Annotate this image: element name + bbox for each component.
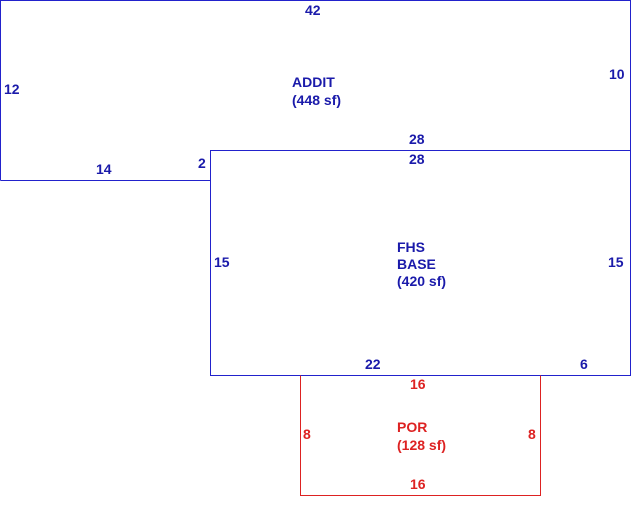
porch-outline <box>300 375 541 496</box>
porch-dim-right: 8 <box>528 426 536 442</box>
addit-dim-left: 12 <box>4 81 20 97</box>
porch-dim-left: 8 <box>303 426 311 442</box>
base-name-line2: BASE <box>397 256 436 272</box>
porch-area: (128 sf) <box>397 437 446 453</box>
addit-name: ADDIT <box>292 74 335 90</box>
addit-dim-step: 2 <box>198 155 206 171</box>
base-dim-left: 15 <box>214 254 230 270</box>
base-outline <box>210 150 631 376</box>
addit-dim-bottom-left: 14 <box>96 161 112 177</box>
base-name-line1: FHS <box>397 239 425 255</box>
addit-outline <box>0 0 631 181</box>
addit-area: (448 sf) <box>292 92 341 108</box>
base-dim-top: 28 <box>409 151 425 167</box>
base-dim-bottom-left: 22 <box>365 356 381 372</box>
porch-dim-bottom: 16 <box>410 476 426 492</box>
porch-name: POR <box>397 419 427 435</box>
addit-dim-right: 10 <box>609 66 625 82</box>
base-dim-bottom-right: 6 <box>580 356 588 372</box>
base-dim-right: 15 <box>608 254 624 270</box>
base-area: (420 sf) <box>397 273 446 289</box>
porch-dim-top: 16 <box>410 376 426 392</box>
addit-dim-bottom-right: 28 <box>409 131 425 147</box>
addit-dim-top: 42 <box>305 2 321 18</box>
